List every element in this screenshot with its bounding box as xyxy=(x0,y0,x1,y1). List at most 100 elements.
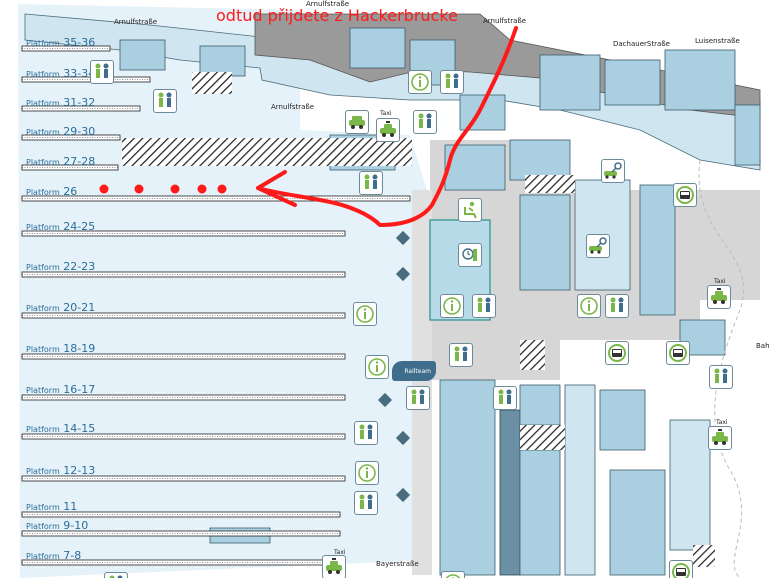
taxi-icon xyxy=(707,285,731,309)
block-luisen-1 xyxy=(664,49,736,111)
street-bahnhof-partial: Bahn xyxy=(756,342,769,350)
platform-label: Platform 26 xyxy=(26,185,77,198)
platform-word: Platform xyxy=(26,263,60,272)
platform-number: 33-34 xyxy=(59,67,96,80)
hatch-1 xyxy=(122,138,412,166)
street-arnulf-top-right: Arnulfstraße xyxy=(483,17,527,25)
platform-label: Platform 16-17 xyxy=(26,383,95,396)
block-s2 xyxy=(499,409,521,576)
block-s6 xyxy=(599,389,646,451)
platform-number: 22-23 xyxy=(59,260,96,273)
person-help-icon xyxy=(440,70,464,94)
platform-number: 35-36 xyxy=(59,36,96,49)
platform-word: Platform xyxy=(26,70,60,79)
platform-label: Platform 12-13 xyxy=(26,464,95,477)
platform-number: 14-15 xyxy=(59,422,96,435)
block-c3 xyxy=(509,139,571,181)
block-s5 xyxy=(564,384,596,576)
person-help-icon xyxy=(709,365,733,389)
taxi-label-south: Taxi xyxy=(334,549,346,556)
taxi-label-east: Taxi xyxy=(714,278,726,285)
block-luisen-2 xyxy=(734,104,761,166)
block-nw-1 xyxy=(119,39,166,71)
platform-number: 7-8 xyxy=(59,549,82,562)
platform-label: Platform 33-34 xyxy=(26,67,95,80)
info-icon xyxy=(408,70,432,94)
person-help-icon xyxy=(354,421,378,445)
train-icon xyxy=(669,560,693,578)
info-icon xyxy=(365,355,389,379)
platform-word: Platform xyxy=(26,223,60,232)
hatch-4 xyxy=(520,425,565,450)
platform-word: Platform xyxy=(26,304,60,313)
platform-number: 27-28 xyxy=(59,155,96,168)
info-icon xyxy=(355,461,379,485)
platform-label: Platform 7-8 xyxy=(26,549,81,562)
platform-number: 26 xyxy=(59,185,78,198)
person-help-icon xyxy=(354,491,378,515)
block-dachauer-2 xyxy=(604,59,661,106)
block-c2 xyxy=(444,144,506,191)
platform-label: Platform 29-30 xyxy=(26,125,95,138)
taxi-label-north: Taxi xyxy=(380,110,392,117)
hatch-5 xyxy=(520,340,545,370)
street-arnulf-side: Arnulfstraße xyxy=(271,103,315,111)
platform-number: 12-13 xyxy=(59,464,96,477)
platform-label: Platform 22-23 xyxy=(26,260,95,273)
platform-label: Platform 20-21 xyxy=(26,301,95,314)
person-help-icon xyxy=(605,294,629,318)
route-dot xyxy=(170,184,180,194)
seat-icon xyxy=(458,198,482,222)
hatch-2 xyxy=(192,72,232,94)
person-help-icon xyxy=(413,110,437,134)
street-dachauer: DachauerStraße xyxy=(613,40,670,48)
platform-word: Platform xyxy=(26,345,60,354)
info-icon xyxy=(353,302,377,326)
taxi-icon xyxy=(376,118,400,142)
route-dot xyxy=(217,184,227,194)
platform-label: Platform 24-25 xyxy=(26,220,95,233)
car-key-icon xyxy=(601,159,625,183)
platform-number: 24-25 xyxy=(59,220,96,233)
platform-word: Platform xyxy=(26,503,60,512)
platform-word: Platform xyxy=(26,467,60,476)
block-c4 xyxy=(519,194,571,291)
street-bayer: Bayerstraße xyxy=(376,560,419,568)
person-help-icon xyxy=(153,89,177,113)
platform-number: 9-10 xyxy=(59,519,89,532)
platform-word: Platform xyxy=(26,99,60,108)
route-dot xyxy=(197,184,207,194)
person-help-icon xyxy=(104,572,128,578)
platform-number: 20-21 xyxy=(59,301,96,314)
platform-label: Platform 27-28 xyxy=(26,155,95,168)
platform-label: Platform 11 xyxy=(26,500,77,513)
person-help-icon xyxy=(406,386,430,410)
platform-number: 18-19 xyxy=(59,342,96,355)
train-icon xyxy=(666,341,690,365)
person-help-icon xyxy=(359,171,383,195)
street-luisen: Luisenstraße xyxy=(695,37,740,45)
car-icon xyxy=(345,110,369,134)
person-help-icon xyxy=(449,343,473,367)
taxi-icon xyxy=(322,555,346,578)
hatch-3 xyxy=(525,175,575,193)
platform-word: Platform xyxy=(26,552,60,561)
platform-word: Platform xyxy=(26,386,60,395)
block-nc-3 xyxy=(459,94,506,131)
platform-label: Platform 14-15 xyxy=(26,422,95,435)
person-help-icon xyxy=(90,60,114,84)
concourse-strip xyxy=(412,190,432,575)
platform-number: 29-30 xyxy=(59,125,96,138)
hatch-6 xyxy=(693,545,715,567)
platform-label: Platform 9-10 xyxy=(26,519,88,532)
block-nc-1 xyxy=(349,27,406,69)
block-s3 xyxy=(519,384,561,426)
route-annotation: odtud přijdete z Hackerbrucke xyxy=(216,6,458,25)
route-dot xyxy=(99,184,109,194)
car-key-icon xyxy=(586,234,610,258)
block-c6 xyxy=(639,184,676,316)
block-s8 xyxy=(669,419,711,551)
route-dot xyxy=(134,184,144,194)
platform-number: 16-17 xyxy=(59,383,96,396)
